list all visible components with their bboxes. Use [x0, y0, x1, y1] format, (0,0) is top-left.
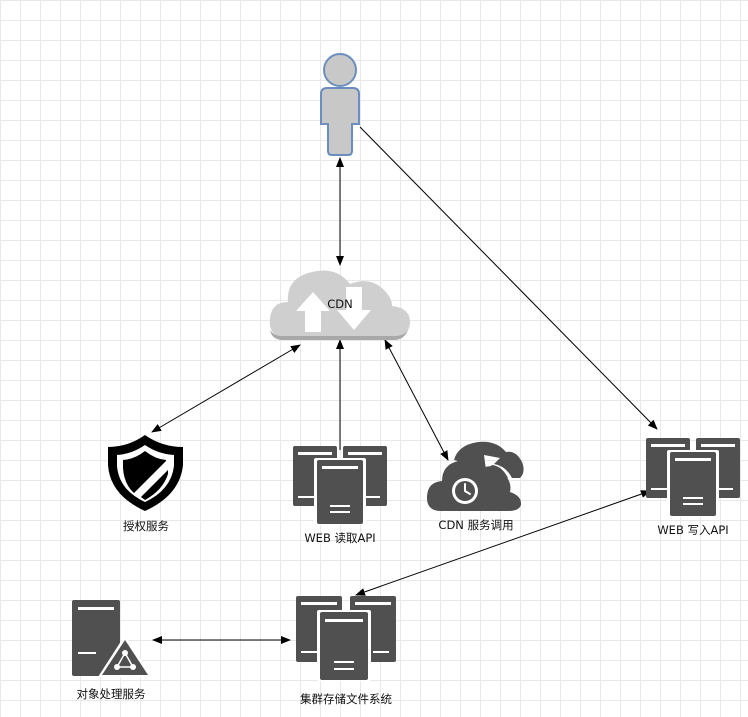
web-read-label: WEB 读取API [304, 531, 376, 545]
object-processing-label: 对象处理服务 [76, 687, 146, 701]
cdn-service-cloud-icon[interactable] [426, 441, 524, 511]
object-processing-server-icon[interactable] [72, 600, 152, 677]
cluster-storage-label: 集群存储文件系统 [300, 692, 392, 706]
web-read-server-icon[interactable] [293, 446, 387, 525]
edge-web-write-storage[interactable] [355, 490, 651, 596]
edge-cdn-auth[interactable] [151, 344, 301, 433]
edge-user-web-write[interactable] [359, 126, 658, 430]
cdn-label: CDN [327, 297, 353, 311]
user-icon[interactable] [320, 53, 360, 156]
shield-icon[interactable] [108, 435, 183, 511]
web-write-label: WEB 写入API [657, 523, 729, 537]
cdn-service-label: CDN 服务调用 [438, 518, 514, 532]
web-write-server-icon[interactable] [646, 438, 740, 517]
cluster-storage-server-icon[interactable] [296, 596, 396, 681]
auth-label: 授权服务 [123, 519, 169, 533]
edges [151, 126, 658, 644]
edge-cdn-cdn-service[interactable] [384, 339, 449, 461]
cdn-cloud-icon[interactable] [269, 270, 410, 341]
